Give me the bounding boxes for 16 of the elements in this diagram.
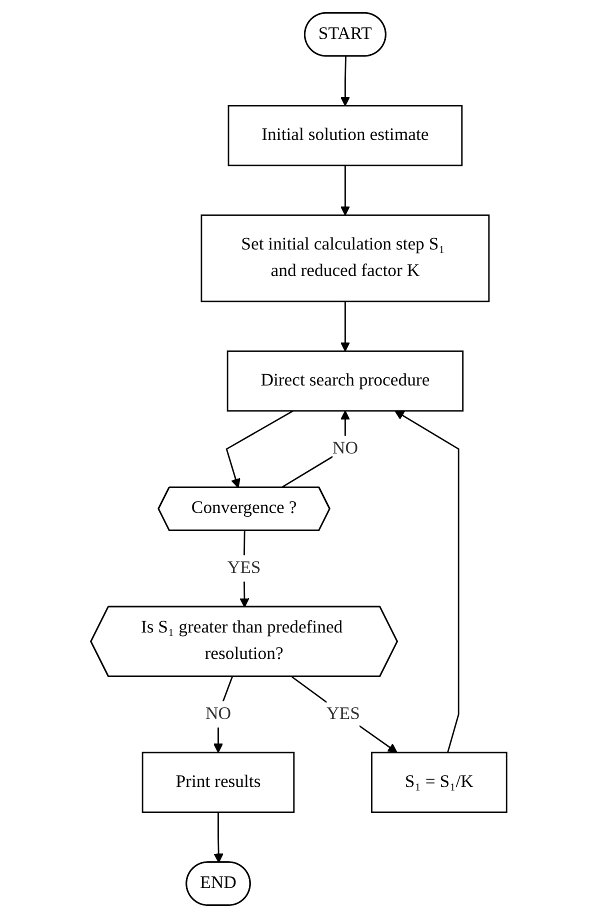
edge-label: NO — [332, 439, 358, 458]
arrow — [340, 165, 350, 216]
edge-label: NO — [206, 704, 232, 724]
arrow — [394, 410, 460, 753]
node-box: Print results — [142, 752, 295, 813]
node-box: Direct search procedure — [227, 350, 464, 412]
node-box: Initial solution estimate — [228, 105, 463, 166]
arrow — [340, 301, 350, 352]
node-box: Set initial calculation step S₁ and reduced factor K — [201, 214, 490, 302]
arrow — [226, 410, 294, 488]
arrow — [214, 812, 224, 864]
edge-label: YES — [228, 558, 262, 578]
edge-label: YES — [326, 704, 360, 724]
arrow — [292, 676, 398, 753]
node-box: S₁ = S₁/K — [371, 752, 508, 813]
arrow — [340, 56, 350, 106]
